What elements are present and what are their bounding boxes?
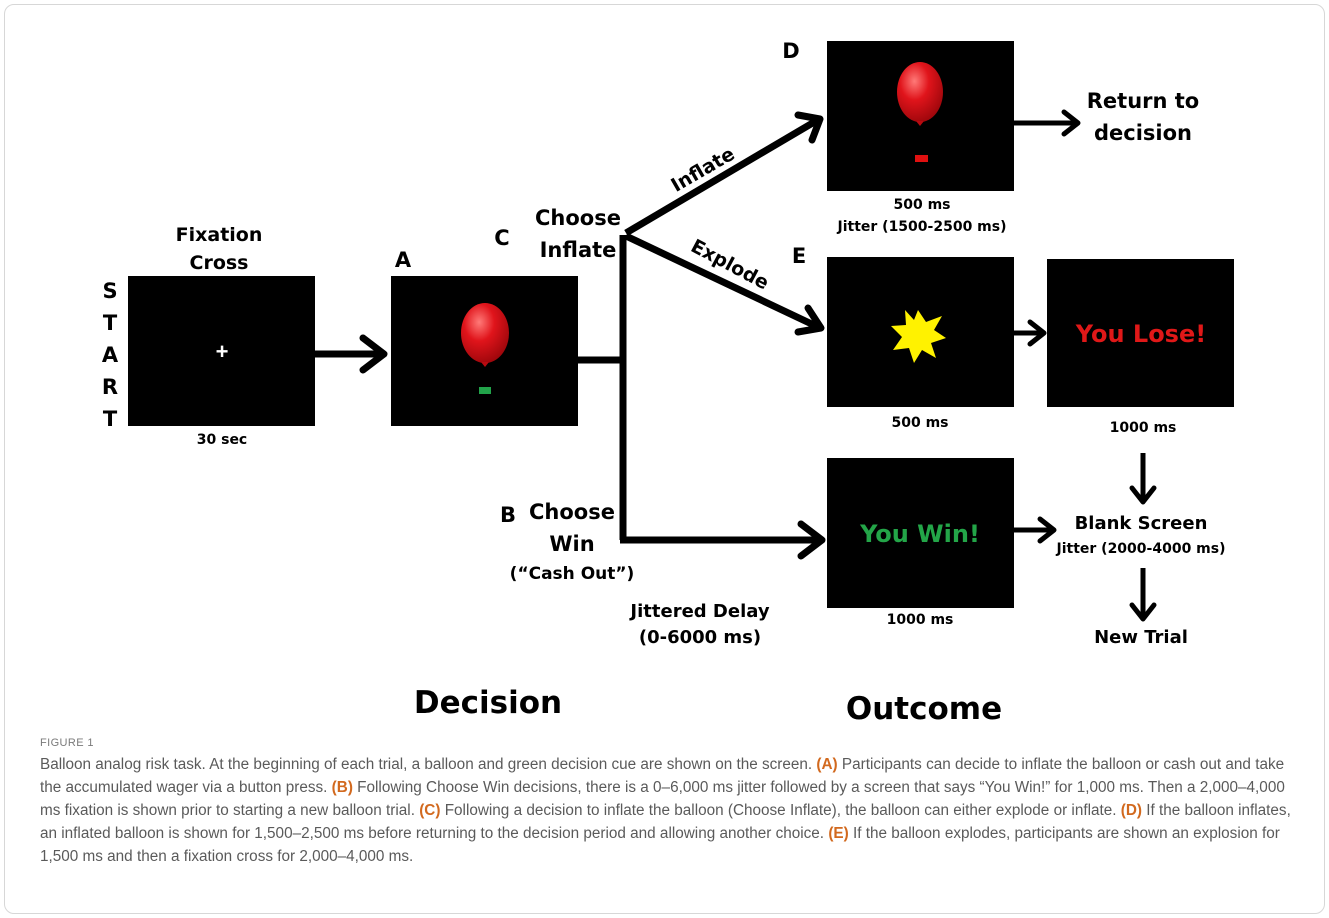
caption-part: Participants can decide to inflate the b… [40, 756, 1285, 796]
caption-ref-e: (E) [828, 825, 849, 842]
new-trial-label: New Trial [1094, 627, 1188, 648]
jittered-delay-line2: (0-6000 ms) [639, 627, 761, 648]
caption-ref-b: (B) [331, 779, 353, 796]
caption-part: Following a decision to inflate the ball… [440, 802, 1121, 819]
arrow-explode [624, 232, 825, 336]
panel-label-c: C [494, 226, 509, 250]
explode-duration: 500 ms [891, 415, 948, 431]
decision-branch-lines [578, 235, 627, 540]
arrow-choose-win [620, 520, 826, 560]
fixation-cross-symbol: + [216, 339, 229, 364]
lose-duration: 1000 ms [1110, 420, 1177, 436]
inflated-balloon-icon [897, 62, 943, 126]
return-line2: decision [1094, 121, 1192, 145]
return-line1: Return to [1087, 89, 1200, 113]
caption-part: If the balloon explodes, participants ar… [40, 825, 1280, 865]
caption-ref-a: (A) [816, 756, 838, 773]
arrow-fixation-to-decision [315, 334, 388, 374]
fixation-screen [128, 276, 315, 426]
start-letter: S [102, 279, 117, 303]
panel-label-d: D [782, 39, 799, 63]
start-letter: A [102, 343, 119, 367]
choose-win-line3: (“Cash Out”) [510, 564, 635, 584]
win-duration: 1000 ms [887, 612, 954, 628]
caption-ref-c: (C) [419, 802, 441, 819]
arrow-return [1014, 109, 1081, 137]
caption-part: Balloon analog risk task. At the beginni… [40, 756, 817, 773]
section-decision: Decision [414, 685, 562, 721]
caption-part: If the balloon inflates, an inflated bal… [40, 802, 1291, 842]
choose-inflate-line2: Inflate [540, 238, 617, 262]
lose-screen [1047, 259, 1234, 407]
explosion-icon [891, 310, 946, 363]
arrow-blank-to-new-trial [1129, 568, 1157, 622]
caption-ref-d: (D) [1120, 802, 1142, 819]
green-decision-cue [479, 387, 491, 394]
section-outcome: Outcome [846, 691, 1002, 727]
lose-text: You Lose! [1075, 320, 1206, 348]
start-label: S T A R T [102, 279, 119, 431]
figure-frame [4, 4, 1325, 914]
panel-label-a: A [395, 248, 412, 272]
fixation-title-line1: Fixation [176, 224, 263, 246]
figure-caption: FIGURE 1 Balloon analog risk task. At th… [40, 737, 1295, 868]
fixation-duration: 30 sec [197, 432, 247, 448]
start-letter: R [102, 375, 118, 399]
panel-label-e: E [792, 244, 806, 268]
caption-text: Balloon analog risk task. At the beginni… [40, 753, 1295, 868]
start-letter: T [103, 407, 118, 431]
blank-screen-line2: Jitter (2000-4000 ms) [1056, 541, 1226, 557]
arrow-inflate [624, 111, 824, 237]
arrow-explode-to-lose [1014, 319, 1047, 347]
arrow-lose-to-blank [1129, 453, 1157, 505]
inflate-jitter: Jitter (1500-2500 ms) [837, 219, 1007, 235]
arrow-win-to-blank [1014, 516, 1057, 544]
balloon-icon [461, 303, 509, 367]
fixation-title-line2: Cross [190, 252, 249, 274]
caption-part: Following Choose Win decisions, there is… [40, 779, 1285, 819]
figure-label: FIGURE 1 [40, 737, 94, 749]
choose-inflate-line1: Choose [535, 206, 621, 230]
jittered-delay-line1: Jittered Delay [628, 601, 769, 622]
inflate-duration: 500 ms [893, 197, 950, 213]
panel-label-b: B [500, 503, 516, 527]
bart-diagram: S T A R T Fixation Cross + 30 sec A C Ch… [102, 39, 1234, 727]
start-letter: T [103, 311, 118, 335]
choose-win-line1: Choose [529, 500, 615, 524]
win-text: You Win! [859, 520, 980, 548]
choose-win-line2: Win [549, 532, 594, 556]
win-screen [827, 458, 1014, 608]
blank-screen-line1: Blank Screen [1075, 513, 1208, 534]
red-cue [915, 155, 928, 162]
